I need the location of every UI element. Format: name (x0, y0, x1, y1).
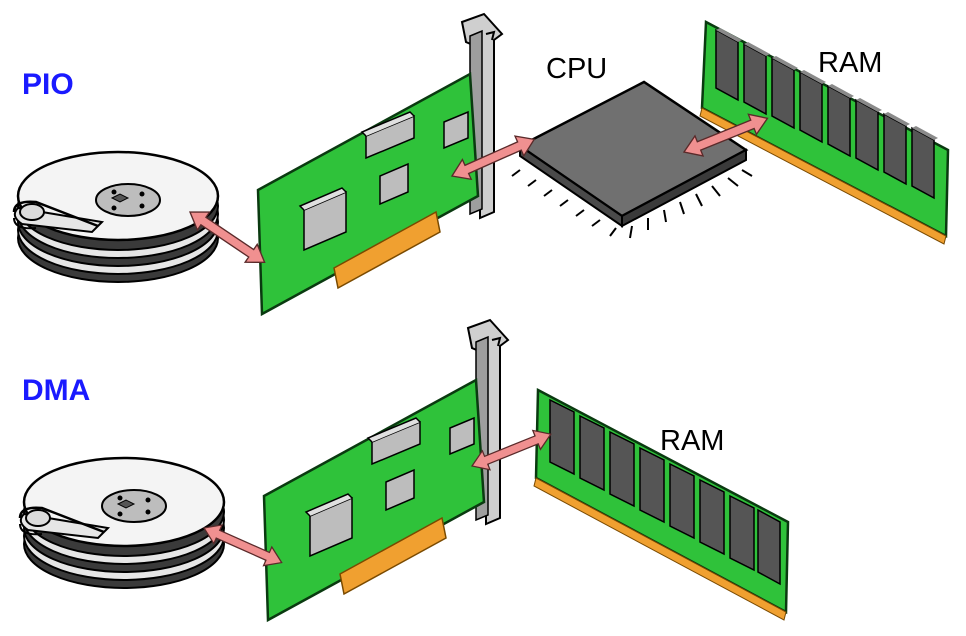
ram-label: RAM (660, 425, 724, 457)
expansion-card-icon (262, 318, 510, 622)
pio-label: PIO (22, 68, 74, 101)
dma-label: DMA (22, 374, 90, 407)
hard-disk-icon (18, 456, 226, 590)
ram-module-icon (533, 387, 790, 621)
hard-disk-icon (12, 150, 220, 284)
expansion-card-icon (256, 12, 504, 316)
ram-label: RAM (818, 47, 882, 79)
cpu-label: CPU (546, 53, 607, 85)
cpu-chip-icon (511, 80, 753, 239)
